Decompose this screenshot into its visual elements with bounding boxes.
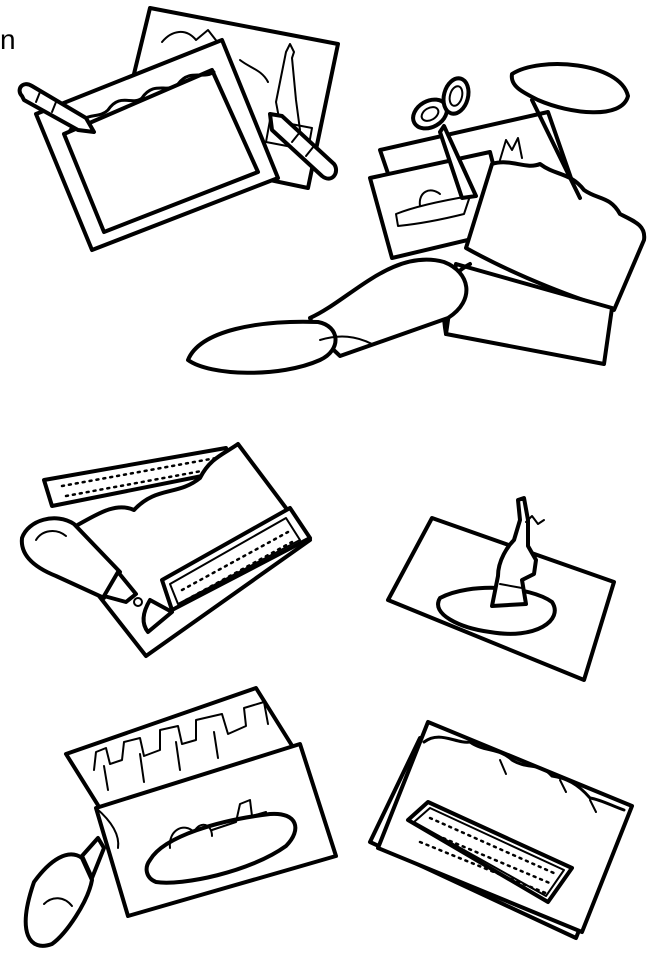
panel-statue-card — [388, 498, 614, 680]
panel-finished-card — [370, 722, 632, 938]
panel-glue-skyline — [26, 688, 336, 946]
panel-glue-text-strip — [22, 444, 310, 656]
glue-bottle-icon-2 — [26, 838, 104, 946]
panel-crayon-frame — [20, 8, 338, 250]
